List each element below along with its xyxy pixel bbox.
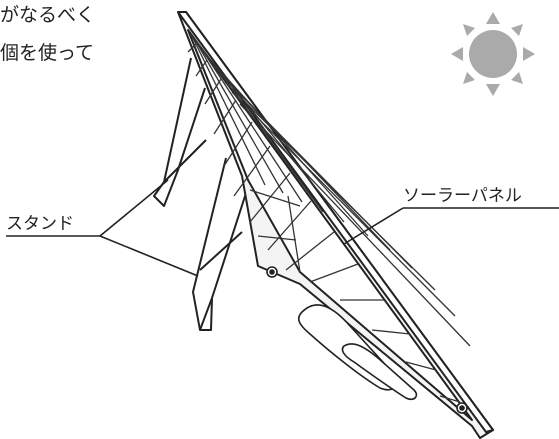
solar-panel-label: ソーラーパネル — [403, 184, 522, 208]
sun-icon — [451, 12, 535, 96]
stand-label: スタンド — [6, 212, 74, 236]
intro-text-line1: がなるべく — [0, 3, 95, 27]
intro-text-line2: 個を使って — [0, 41, 94, 65]
stand-leader-upper — [100, 180, 168, 236]
stand-leader-lower — [100, 236, 198, 276]
